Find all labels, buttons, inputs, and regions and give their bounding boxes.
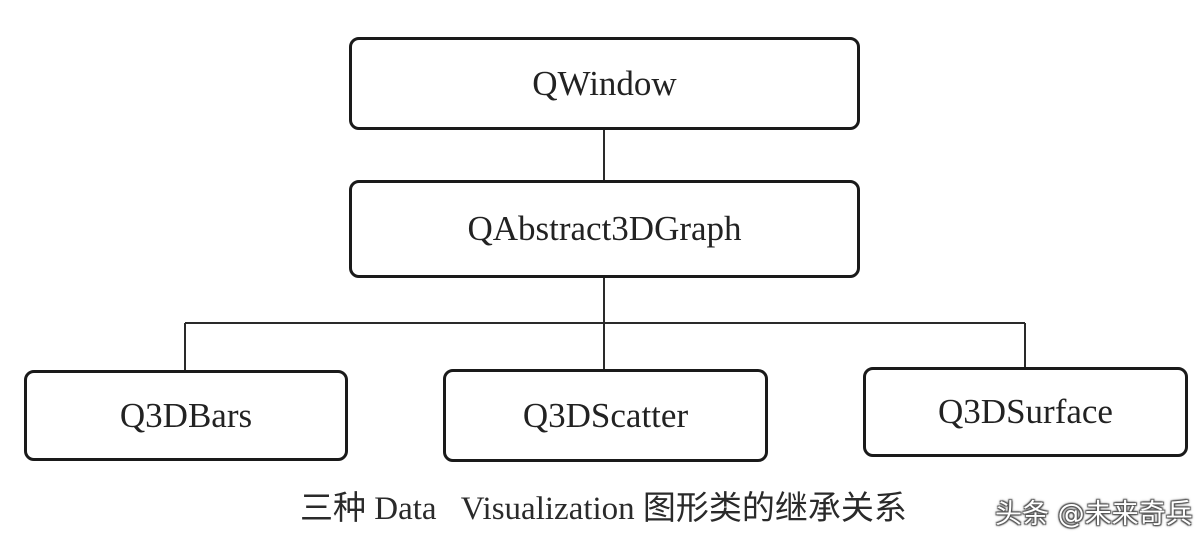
node-qabstract3dgraph: QAbstract3DGraph [349, 180, 860, 278]
node-qwindow: QWindow [349, 37, 860, 130]
node-label: QWindow [532, 63, 677, 103]
node-q3dscatter: Q3DScatter [443, 369, 768, 462]
node-q3dsurface: Q3DSurface [863, 367, 1188, 457]
node-label: Q3DBars [119, 395, 253, 435]
node-q3dbars: Q3DBars [24, 370, 348, 461]
node-label: Q3DSurface [938, 392, 1113, 431]
node-label: QAbstract3DGraph [467, 209, 742, 248]
figure-caption: 三种 Data Visualization 图形类的继承关系 [300, 491, 907, 527]
node-label: Q3DScatter [522, 395, 689, 435]
watermark: 头条 @未来奇兵 [995, 498, 1193, 530]
